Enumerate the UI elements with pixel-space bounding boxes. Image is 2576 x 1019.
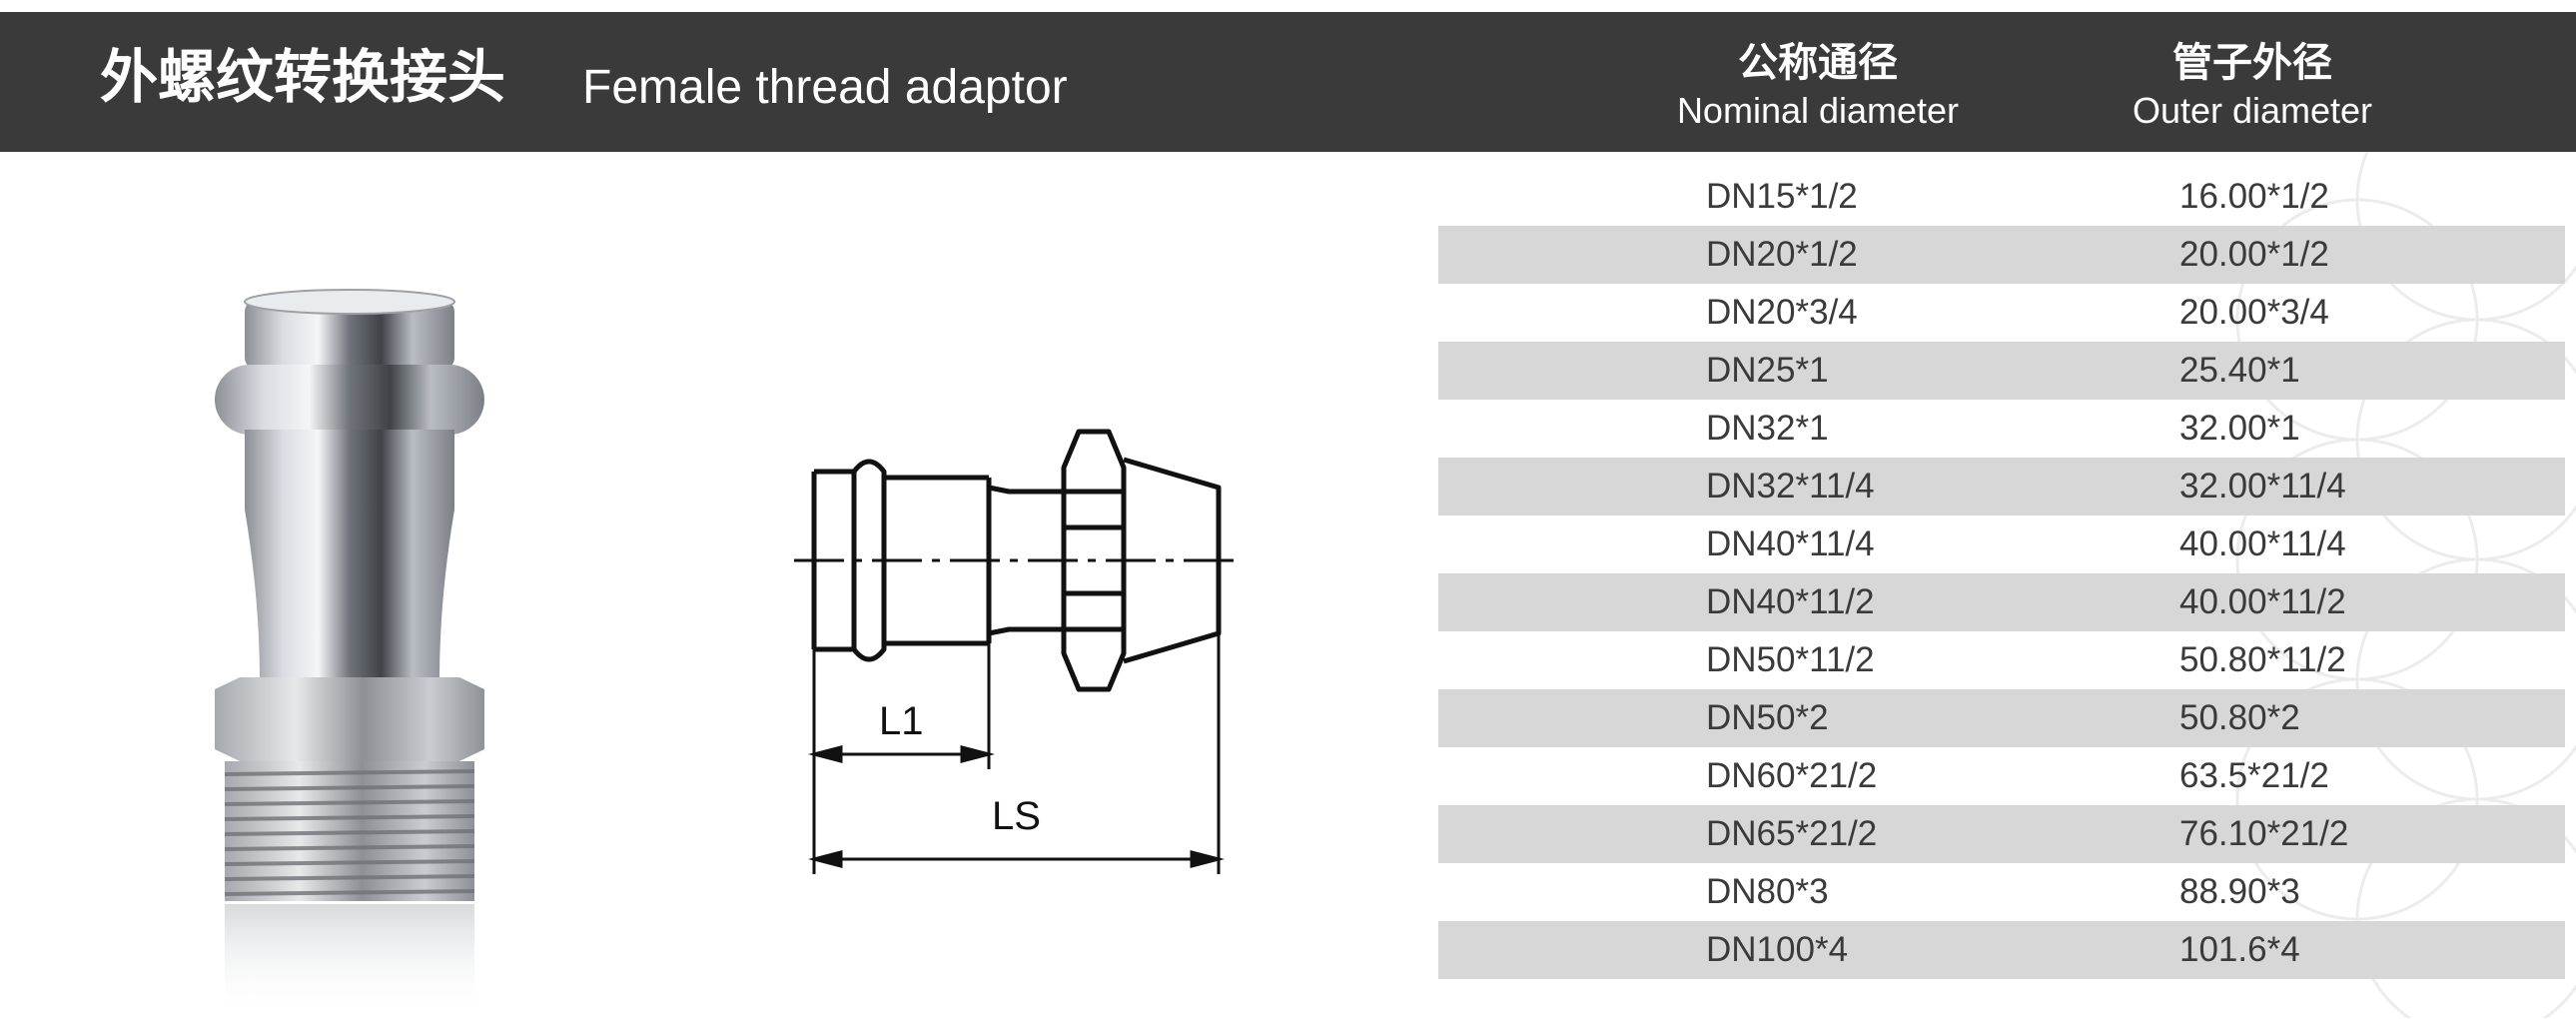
table-row: DN25*1 25.40*1 [1438,342,2565,400]
outer-diameter-cell: 32.00*1 [2179,409,2300,448]
table-row: DN15*1/2 16.00*1/2 [1438,168,2565,226]
title-chinese: 外螺纹转换接头 [100,43,506,111]
table-row: DN50*11/2 50.80*11/2 [1438,631,2565,689]
decorative-background-pattern [2235,140,2576,1018]
outer-diameter-cell: 88.90*3 [2179,872,2300,911]
nominal-diameter-cell: DN40*11/4 [1706,524,1875,563]
column-header-nominal-en: Nominal diameter [1676,90,1960,131]
dimension-label-ls: LS [992,794,1041,838]
column-header-outer-cn: 管子外径 [2172,40,2332,86]
nominal-diameter-cell: DN60*21/2 [1706,756,1878,795]
nominal-diameter-cell: DN100*4 [1706,930,1849,969]
dimension-label-l1: L1 [879,699,924,743]
table-row: DN100*4 101.6*4 [1438,921,2565,979]
nominal-diameter-cell: DN40*11/2 [1706,582,1875,621]
table-row: DN20*1/2 20.00*1/2 [1438,226,2565,284]
table-row: DN20*3/4 20.00*3/4 [1438,284,2565,342]
outer-diameter-cell: 25.40*1 [2179,351,2300,390]
table-row: DN65*21/2 76.10*21/2 [1438,805,2565,863]
nominal-diameter-cell: DN50*2 [1706,698,1829,737]
technical-drawing [794,429,1239,874]
column-header-nominal-cn: 公称通径 [1738,40,1898,86]
nominal-diameter-cell: DN80*3 [1706,872,1829,911]
outer-diameter-cell: 50.80*2 [2179,698,2300,737]
table-row: DN32*11/4 32.00*11/4 [1438,458,2565,515]
nominal-diameter-cell: DN32*11/4 [1706,467,1875,506]
outer-diameter-cell: 76.10*21/2 [2179,814,2349,853]
table-row: DN40*11/4 40.00*11/4 [1438,515,2565,573]
table-row: DN60*21/2 63.5*21/2 [1438,747,2565,805]
product-photo [215,289,484,1019]
nominal-diameter-cell: DN25*1 [1706,351,1829,390]
nominal-diameter-cell: DN50*11/2 [1706,640,1875,679]
outer-diameter-cell: 40.00*11/4 [2179,524,2346,563]
table-row: DN50*2 50.80*2 [1438,689,2565,747]
column-header-outer-en: Outer diameter [2132,90,2373,131]
outer-diameter-cell: 16.00*1/2 [2179,177,2329,216]
table-row: DN40*11/2 40.00*11/2 [1438,573,2565,631]
outer-diameter-cell: 63.5*21/2 [2179,756,2329,795]
outer-diameter-cell: 50.80*11/2 [2179,640,2346,679]
nominal-diameter-cell: DN65*21/2 [1706,814,1878,853]
nominal-diameter-cell: DN20*1/2 [1706,235,1858,274]
nominal-diameter-cell: DN20*3/4 [1706,293,1858,332]
outer-diameter-cell: 101.6*4 [2179,930,2300,969]
outer-diameter-cell: 32.00*11/4 [2179,467,2346,506]
nominal-diameter-cell: DN32*1 [1706,409,1829,448]
column-header-outer-diameter: 管子外径 Outer diameter [2048,38,2457,134]
nominal-diameter-cell: DN15*1/2 [1706,177,1858,216]
table-row: DN32*1 32.00*1 [1438,400,2565,458]
header-bar [0,12,2576,152]
outer-diameter-cell: 20.00*1/2 [2179,235,2329,274]
outer-diameter-cell: 40.00*11/2 [2179,582,2346,621]
outer-diameter-cell: 20.00*3/4 [2179,293,2329,332]
title-english: Female thread adaptor [582,61,1068,114]
table-row: DN80*3 88.90*3 [1438,863,2565,921]
column-header-nominal-diameter: 公称通径 Nominal diameter [1578,38,2058,134]
